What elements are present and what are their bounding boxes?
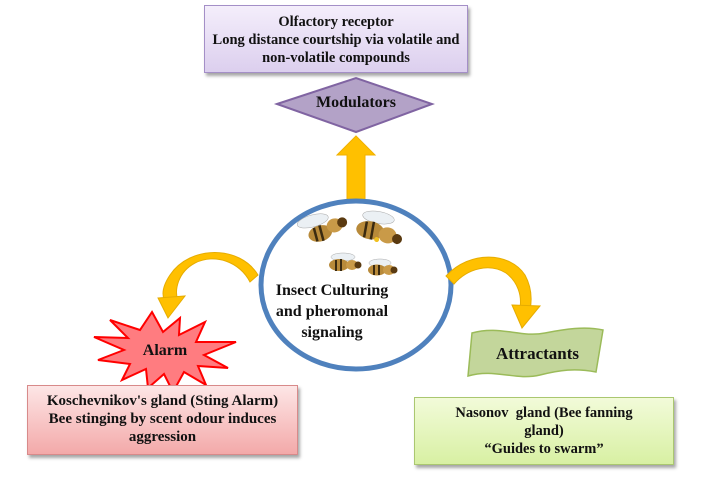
right-curved-arrow — [445, 256, 542, 329]
attractants-desc-line: gland) — [524, 423, 564, 439]
modulators-diamond — [273, 76, 435, 134]
center-label-line: signaling — [301, 324, 363, 341]
modulators-desc-line: Olfactory receptor — [278, 14, 394, 30]
alarm-desc-line: Bee stinging by scent odour induces — [48, 411, 277, 427]
alarm-desc-line: aggression — [128, 429, 197, 445]
modulators-description-box: Olfactory receptor Long distance courtsh… — [204, 5, 468, 73]
central-circle — [258, 198, 454, 372]
honeybees-icon — [296, 210, 403, 276]
center-label: Insect Culturing and pheromonal signalin… — [262, 280, 402, 343]
modulators-desc-line: Long distance courtship via volatile and — [212, 32, 460, 48]
alarm-description-box: Koschevnikov's gland (Sting Alarm) Bee s… — [27, 385, 298, 455]
up-arrow — [335, 135, 377, 202]
alarm-label: Alarm — [142, 342, 188, 359]
attractants-wave-banner — [467, 327, 604, 378]
modulators-desc-line: non-volatile compounds — [262, 50, 410, 66]
center-label-line: Insect Culturing — [275, 282, 389, 299]
alarm-desc-line: Koschevnikov's gland (Sting Alarm) — [46, 393, 279, 409]
attractants-desc-line: “Guides to swarm” — [484, 441, 604, 457]
attractants-description-box: Nasonov gland (Bee fanning gland) “Guide… — [414, 397, 674, 465]
modulators-label: Modulators — [316, 94, 396, 111]
center-label-line: and pheromonal — [275, 303, 389, 320]
left-curved-arrow — [157, 252, 259, 319]
attractants-desc-line: Nasonov gland (Bee fanning — [455, 405, 633, 421]
attractants-label: Attractants — [495, 344, 580, 363]
